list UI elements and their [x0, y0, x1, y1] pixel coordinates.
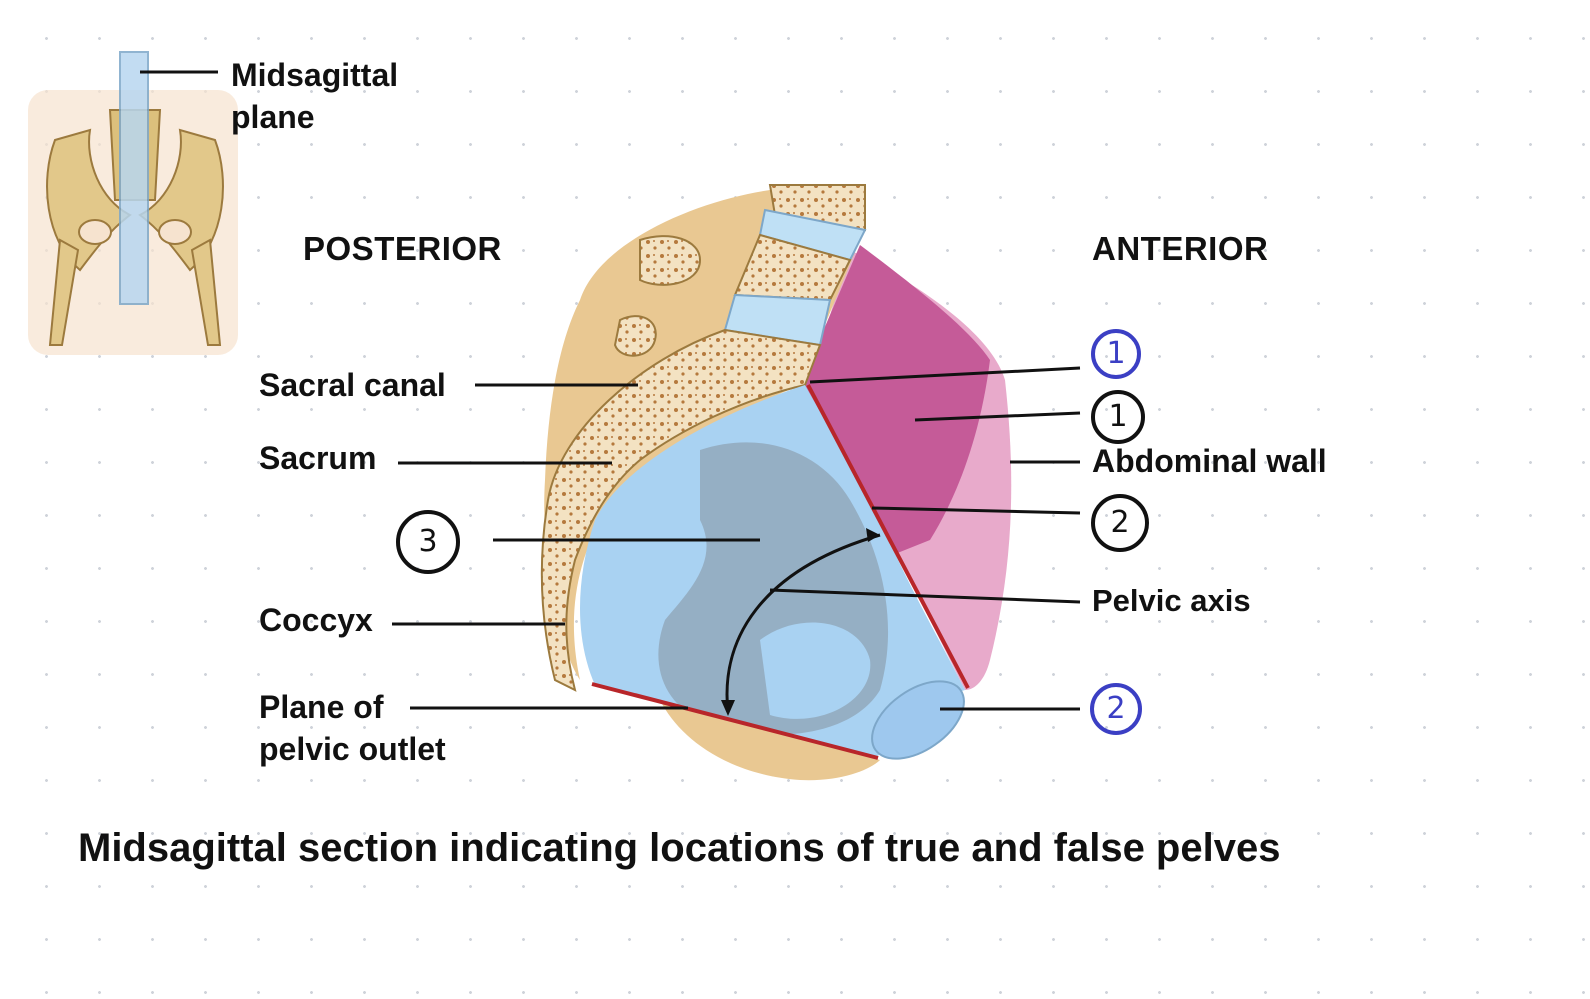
mark-2-black-leader [871, 506, 1081, 515]
abdominal-wall-label: Abdominal wall [1092, 443, 1327, 479]
plane-of-pelvic-outlet-label: Plane of pelvic outlet [259, 689, 446, 767]
mark-1-black-leader [914, 411, 1081, 422]
circle-mark-3-black [396, 510, 460, 574]
right-femur [190, 238, 222, 346]
pelvic-axis-arrowhead-top [866, 528, 880, 542]
circle-mark-2-black [1091, 494, 1149, 552]
handwritten-mark-1-blue: 1 [1106, 336, 1126, 371]
mark-1-blue-leader [809, 366, 1081, 384]
midsagittal-plane-sheet [119, 51, 149, 305]
plane-of-pelvic-inlet-line [806, 384, 970, 689]
sacrum-label: Sacrum [259, 440, 377, 476]
perineum [660, 700, 880, 781]
plane-of-pelvic-outlet-line [591, 682, 879, 760]
handwritten-mark-3-black: 3 [418, 524, 438, 559]
midsagittal-plane-label: Midsagittal plane [231, 57, 399, 135]
left-obturator [78, 219, 112, 245]
pelvic-axis-label: Pelvic axis [1092, 583, 1251, 618]
inset-pelvis-illustration [28, 51, 238, 355]
spinous-process-upper [639, 235, 702, 286]
handwritten-mark-1-black: 1 [1108, 399, 1128, 434]
posterior-label: POSTERIOR [303, 230, 502, 267]
handwritten-mark-2-blue: 2 [1106, 691, 1126, 726]
pelvic-axis-arrow [725, 533, 881, 713]
handwritten-mark-2-black: 2 [1110, 505, 1130, 540]
circle-mark-1-blue [1091, 329, 1141, 379]
pelvic-axis-leader [769, 588, 1081, 604]
circle-mark-1-black [1091, 390, 1145, 444]
sacral-canal-label: Sacral canal [259, 367, 446, 403]
pelvic-axis-arrowhead-bottom [721, 700, 735, 716]
right-obturator [158, 219, 192, 245]
anterior-label: ANTERIOR [1092, 230, 1269, 267]
sacrum-coccyx-bone [540, 328, 822, 692]
inner-cavity-highlight [760, 622, 871, 719]
figure-caption: Midsagittal section indicating locations… [78, 826, 1281, 870]
pubic-symphysis [871, 680, 965, 760]
spinous-process-lower [613, 315, 657, 357]
left-femur [48, 238, 80, 346]
coccyx-label: Coccyx [259, 602, 373, 638]
circle-mark-2-blue [1090, 683, 1142, 735]
